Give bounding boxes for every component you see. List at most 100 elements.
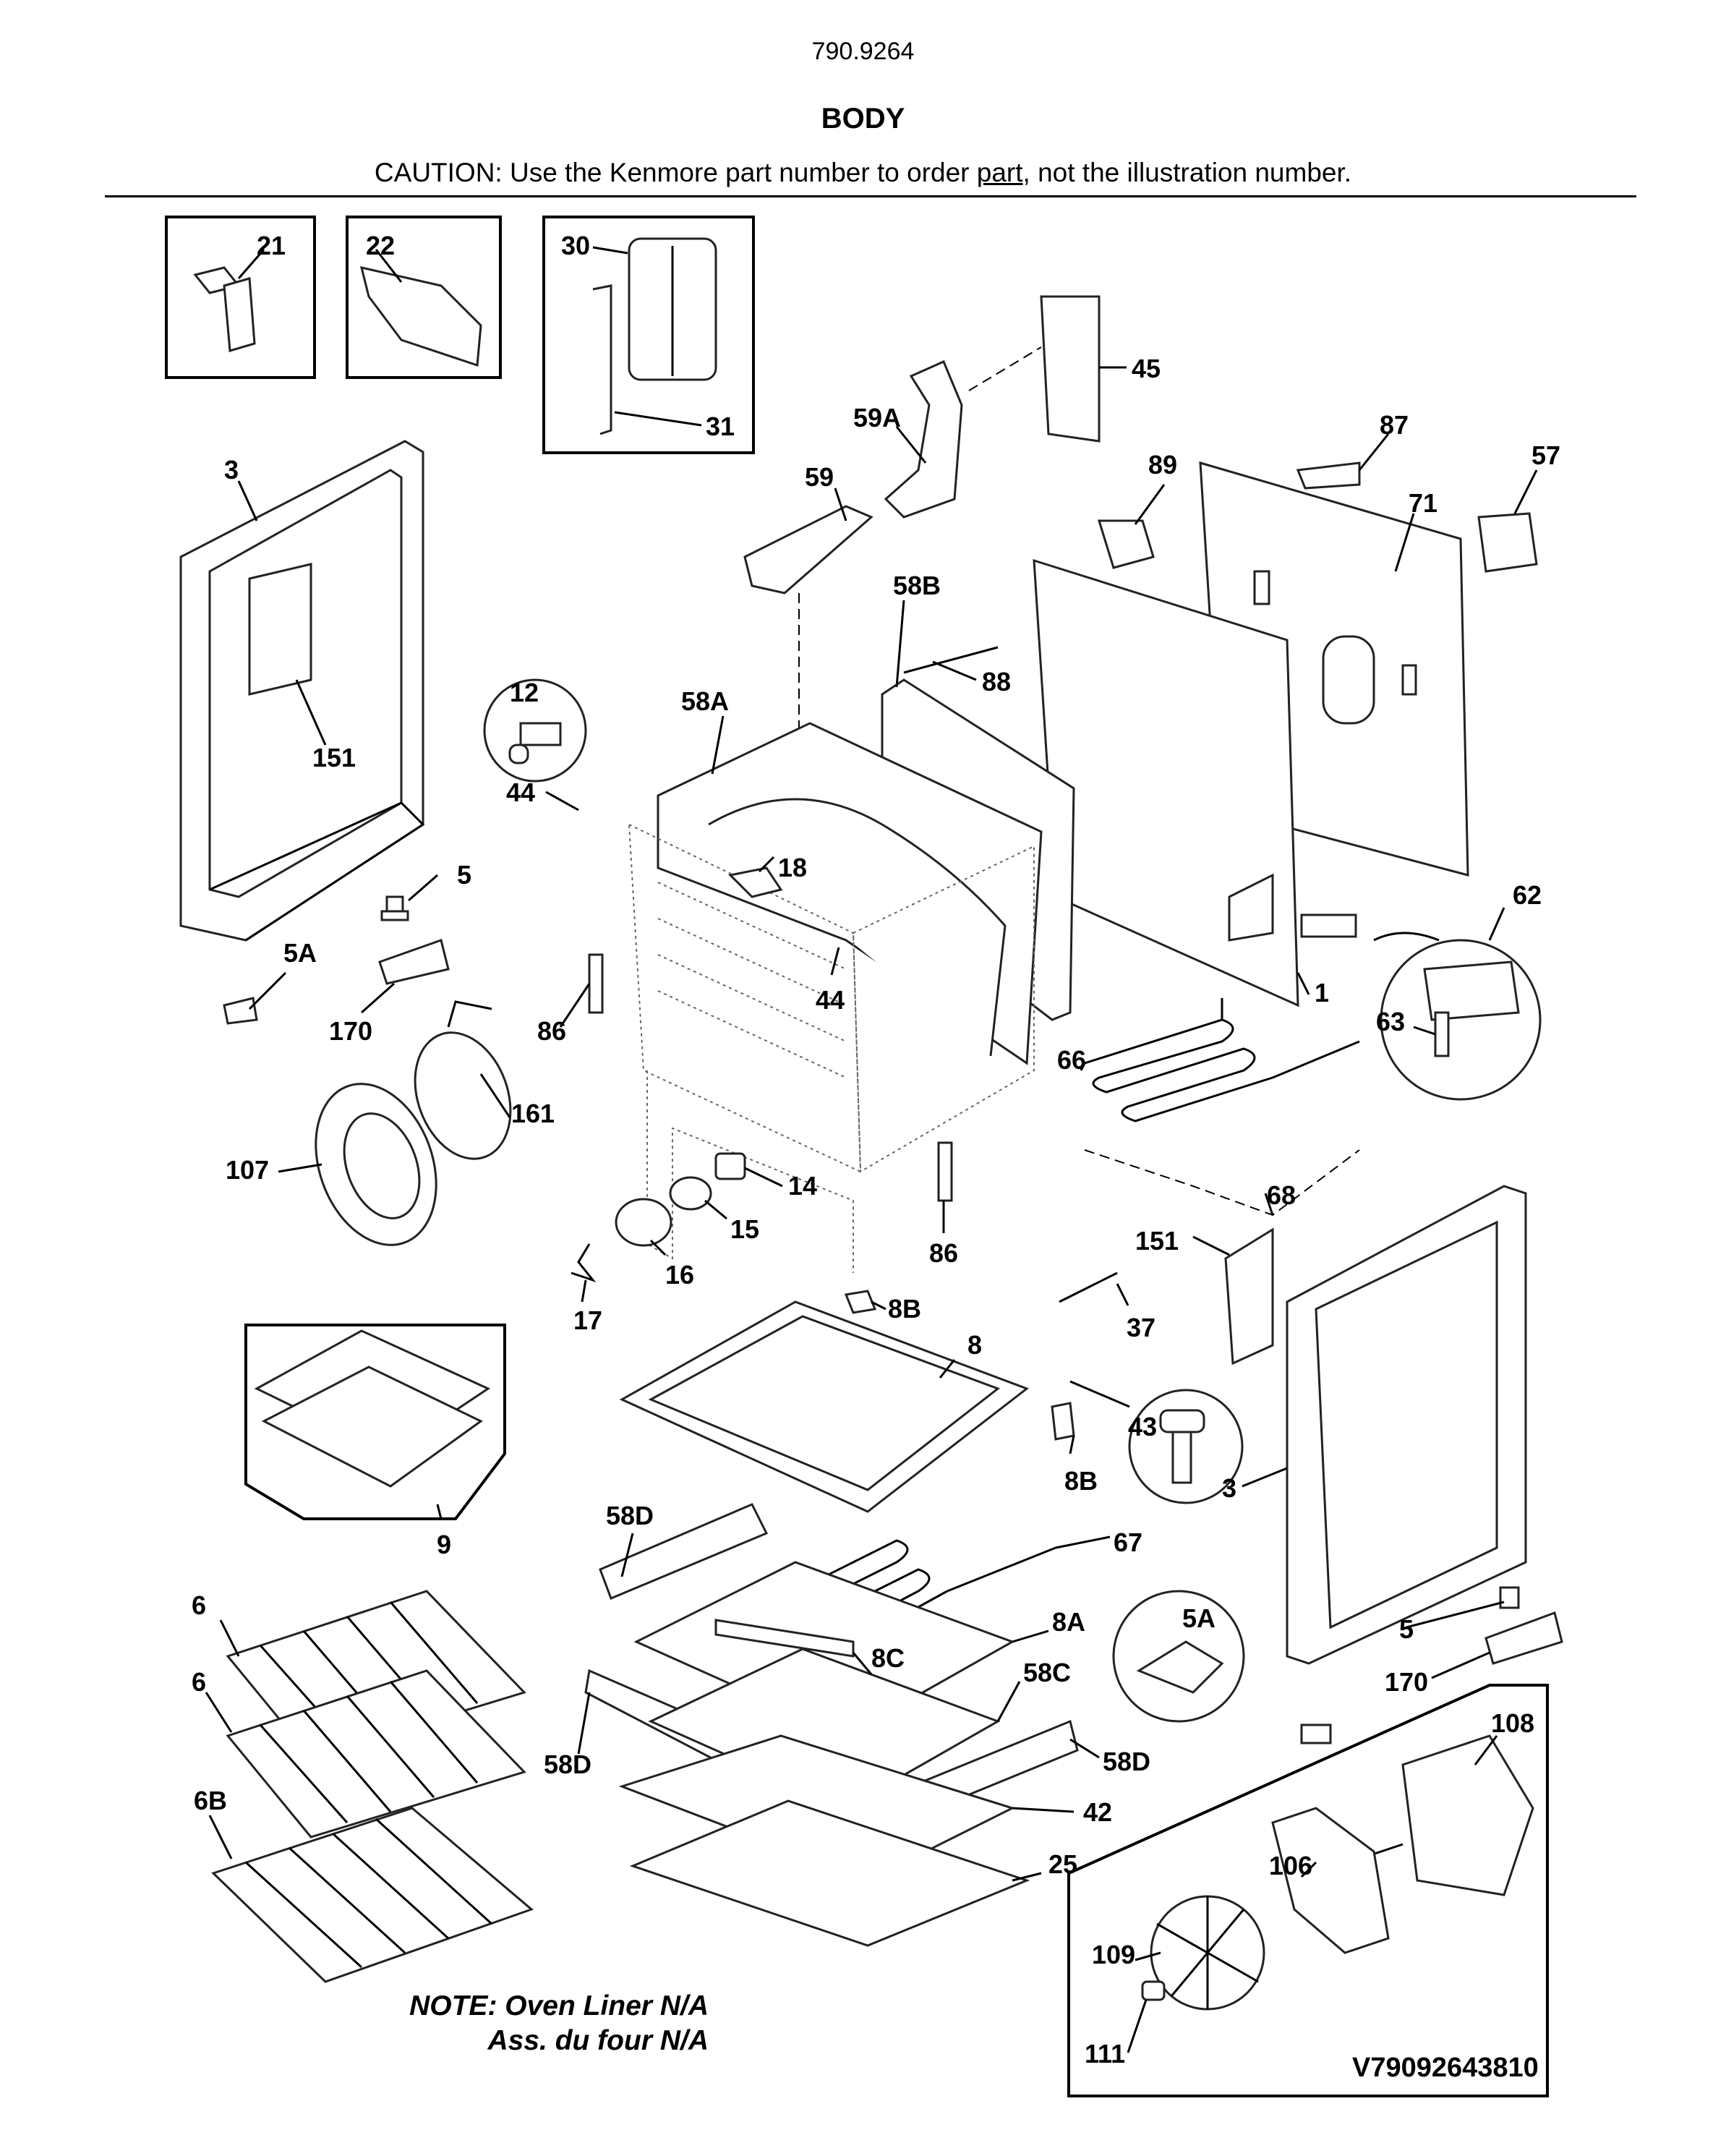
part-8B-top-bracket (844, 1290, 877, 1314)
part-151-right-bracket (1224, 1227, 1274, 1365)
callout-86-left: 86 (537, 1016, 566, 1046)
callout-6B: 6B (194, 1786, 227, 1815)
part-5-right-leveler (1499, 1586, 1520, 1609)
part-8C-rail (714, 1619, 855, 1658)
callout-44-top: 44 (506, 777, 535, 807)
part-111-nut (1141, 1980, 1166, 2001)
part-5A-left-foot (223, 997, 258, 1025)
callout-71: 71 (1409, 488, 1437, 518)
callout-6-mid: 6 (192, 1667, 206, 1697)
callout-21: 21 (257, 231, 286, 260)
part-161-ring (414, 1000, 512, 1160)
part-68-wire (1084, 1149, 1360, 1217)
part-14-lamp-socket (714, 1152, 746, 1180)
part-6-middle-rack (226, 1669, 526, 1838)
callout-labels: 21 22 30 31 45 59A 59 87 57 89 71 3 58B … (192, 231, 1560, 2068)
part-86-right-bracket (937, 1141, 953, 1202)
callout-8: 8 (967, 1330, 982, 1360)
part-87-bracket (1296, 461, 1361, 490)
callout-67: 67 (1114, 1527, 1142, 1557)
part-30-31 (592, 237, 717, 435)
callout-58D-right: 58D (1103, 1747, 1150, 1776)
callout-59: 59 (805, 462, 834, 492)
note-line-2: Ass. du four N/A (487, 2025, 709, 2056)
callout-108: 108 (1491, 1708, 1534, 1738)
callout-170-left: 170 (329, 1016, 372, 1046)
part-86-left-bracket (588, 953, 604, 1014)
part-62-detail-circle (1300, 913, 1542, 1101)
callout-8B-bottom: 8B (1064, 1466, 1098, 1496)
callout-58A: 58A (681, 686, 729, 716)
part-12-detail-circle (483, 678, 587, 783)
inset-box-fan (1067, 1684, 1549, 2097)
callout-62: 62 (1513, 880, 1542, 910)
part-58A-top-insulation (657, 722, 1043, 1065)
callout-16: 16 (665, 1260, 694, 1290)
part-108-fan-motor (1359, 1734, 1534, 1896)
callout-8B-top: 8B (888, 1294, 921, 1324)
callout-14: 14 (788, 1171, 817, 1201)
part-57-vent (1477, 512, 1538, 573)
callout-57: 57 (1531, 440, 1560, 470)
callout-58D-top: 58D (606, 1501, 654, 1530)
callout-86-right: 86 (929, 1238, 958, 1268)
callout-22: 22 (366, 231, 395, 260)
part-21-bracket (193, 266, 256, 352)
caution-note: CAUTION: Use the Kenmore part number to … (0, 158, 1726, 188)
section-title: BODY (821, 103, 905, 135)
callout-68: 68 (1267, 1180, 1296, 1210)
note-line-1: NOTE: Oven Liner N/A (409, 1990, 709, 2021)
callout-31: 31 (706, 412, 735, 441)
callout-106: 106 (1269, 1851, 1312, 1880)
callout-1: 1 (1315, 978, 1329, 1007)
inset-box-22 (346, 216, 502, 379)
part-17-wire-clip (571, 1243, 597, 1283)
callout-8A: 8A (1052, 1607, 1085, 1637)
callout-9: 9 (437, 1530, 451, 1559)
callout-3-right: 3 (1222, 1473, 1236, 1503)
part-18-clip (727, 866, 783, 898)
inset-box-30-31 (542, 216, 755, 454)
callout-30: 30 (561, 231, 590, 260)
callout-151-left: 151 (312, 743, 356, 772)
part-58D-top-strip (599, 1503, 769, 1600)
callout-5A-right: 5A (1182, 1603, 1216, 1633)
callout-12: 12 (510, 678, 539, 707)
callout-58D-left: 58D (544, 1750, 591, 1779)
part-109-fan-blade (1150, 1895, 1265, 2011)
callout-161: 161 (511, 1099, 555, 1128)
callout-45: 45 (1132, 354, 1161, 383)
part-25-base-panel (629, 1799, 1030, 1947)
callout-58C: 58C (1023, 1658, 1071, 1687)
callout-25: 25 (1048, 1849, 1077, 1879)
part-170-left-bracket (378, 939, 450, 985)
part-45-channel (968, 295, 1101, 443)
header-rule (105, 195, 1636, 197)
callout-8C: 8C (871, 1643, 905, 1673)
part-63-bracket (1434, 1011, 1450, 1057)
part-9-broiler-pan (254, 1329, 491, 1488)
part-5A-right-detail-circle (1112, 1590, 1332, 1744)
callout-109: 109 (1092, 1940, 1135, 1969)
part-107-fan-cover (315, 1083, 437, 1246)
callout-89: 89 (1148, 450, 1177, 480)
leader-lines (205, 246, 1538, 2053)
caution-link[interactable]: part (976, 158, 1023, 187)
inset-box-9 (244, 1324, 506, 1520)
part-3-right-side-panel (1286, 1185, 1527, 1665)
callout-58B: 58B (893, 571, 941, 600)
part-8B-bottom-bracket (1051, 1402, 1075, 1441)
part-37-sensor (1059, 1271, 1118, 1303)
callout-5A-left: 5A (283, 938, 317, 968)
part-66-broil-element (1084, 998, 1360, 1122)
part-8-bottom-pan (619, 1300, 1030, 1513)
callout-37: 37 (1127, 1313, 1155, 1342)
callout-18: 18 (778, 853, 807, 882)
callout-88: 88 (982, 667, 1011, 696)
part-6B-bottom-rack (211, 1807, 534, 1983)
callout-170-right: 170 (1385, 1667, 1428, 1697)
callout-17: 17 (573, 1305, 602, 1335)
part-16-lamp-cover (615, 1198, 672, 1247)
part-170-right-bracket (1484, 1611, 1563, 1665)
